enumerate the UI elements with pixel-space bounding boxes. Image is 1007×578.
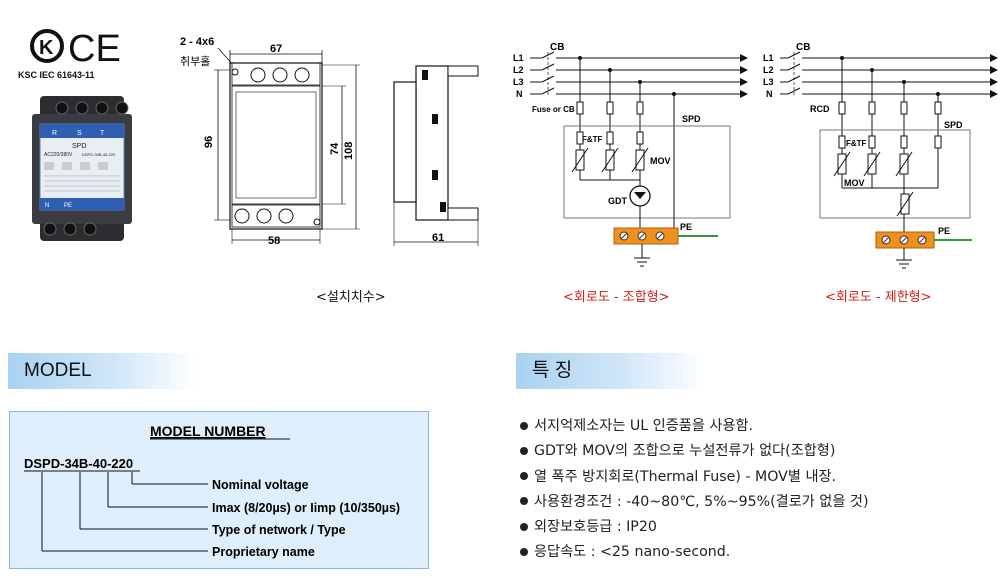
standard-label: KSC IEC 61643-11 <box>18 70 95 80</box>
model-number-box: MODEL NUMBER DSPD-34B-40-220 Nominal vol… <box>9 411 429 569</box>
circuit-limited-caption: <회로도 - 제한형> <box>825 290 932 305</box>
ks-mark-icon: K CE <box>30 28 121 70</box>
model-number-title: MODEL NUMBER <box>150 423 266 439</box>
feature-text: 응답속도 : <25 nano-second. <box>534 544 731 561</box>
spd-label: SPD <box>682 114 701 124</box>
line-l2-label: L2 <box>763 65 774 75</box>
cb-label: CB <box>796 42 810 53</box>
line-l2-label: L2 <box>513 65 524 75</box>
dimension-drawing: 2 - 4x6 취부홀 67 96 74 108 <box>170 30 480 250</box>
callout-nominal-voltage: Nominal voltage <box>212 478 309 492</box>
bullet-icon <box>520 497 528 506</box>
feature-text: GDT와 MOV의 조합으로 누설전류가 없다(조합형) <box>534 443 836 460</box>
photo-label-s: S <box>77 130 82 137</box>
circuit-combined-caption: <회로도 - 조합형> <box>563 290 670 305</box>
photo-label-r: R <box>52 130 57 137</box>
feature-text: 외장보호등급 : IP20 <box>534 519 657 536</box>
feature-item: 사용환경조건 : -40~80℃, 5%~95%(결로가 없을 것) <box>517 490 997 515</box>
feature-item: 열 폭주 방지회로(Thermal Fuse) - MOV별 내장. <box>517 465 997 490</box>
line-l1-label: L1 <box>763 53 774 63</box>
fuse-label: Fuse or CB <box>532 105 575 114</box>
feature-item: 응답속도 : <25 nano-second. <box>517 540 997 565</box>
photo-rating: AC220/380V <box>44 152 73 158</box>
product-photo: R S T SPD AC220/380V DSPD-34B-40-220 N P… <box>32 96 132 241</box>
bullet-icon <box>520 421 528 430</box>
dim-height-left: 96 <box>203 136 215 148</box>
gdt-label: GDT <box>608 196 628 206</box>
pe-label: PE <box>938 226 950 236</box>
line-l3-label: L3 <box>513 77 524 87</box>
feature-text: 열 폭주 방지회로(Thermal Fuse) - MOV별 내장. <box>534 468 837 485</box>
feature-text: 서지억제소자는 UL 인증품을 사용함. <box>534 418 754 434</box>
bullet-icon <box>520 522 528 531</box>
dim-height-inner: 74 <box>329 142 341 155</box>
ftf-label: F&TF <box>846 139 867 148</box>
callout-proprietary-name: Proprietary name <box>212 545 315 559</box>
dim-height-outer: 108 <box>343 142 355 160</box>
hole-note-label: 취부홀 <box>180 55 210 68</box>
callout-network-type: Type of network / Type <box>212 523 346 537</box>
feature-item: 서지억제소자는 UL 인증품을 사용함. <box>517 414 997 439</box>
dim-width-bottom: 58 <box>268 235 280 247</box>
feature-item: GDT와 MOV의 조합으로 누설전류가 없다(조합형) <box>517 439 997 464</box>
photo-label-t: T <box>100 130 105 137</box>
photo-spd-title: SPD <box>72 143 86 150</box>
features-list: 서지억제소자는 UL 인증품을 사용함. GDT와 MOV의 조합으로 누설전류… <box>517 414 997 566</box>
line-l3-label: L3 <box>763 77 774 87</box>
circuit-diagram-combined: CB L1 L2 L3 N Fuse or CB SPD F&TF <box>510 36 750 276</box>
feature-item: 외장보호등급 : IP20 <box>517 515 997 540</box>
line-n-label: N <box>516 89 523 99</box>
features-section-header: 특 징 <box>516 353 706 389</box>
line-l1-label: L1 <box>513 53 524 63</box>
dim-width-top: 67 <box>270 43 282 55</box>
dim-depth: 61 <box>432 232 444 244</box>
dimension-caption: <설치치수> <box>316 290 386 305</box>
photo-label-n: N <box>45 203 49 209</box>
mov-label: MOV <box>650 156 671 166</box>
mov-label: MOV <box>844 178 865 188</box>
spd-label: SPD <box>944 120 963 130</box>
line-n-label: N <box>766 89 773 99</box>
model-section-header: MODEL <box>8 353 198 389</box>
photo-model: DSPD-34B-40-220 <box>82 152 116 157</box>
bullet-icon <box>520 547 528 556</box>
ks-letter: K <box>39 37 54 59</box>
ce-mark-icon: CE <box>68 28 121 70</box>
photo-label-pe: PE <box>64 203 72 209</box>
callout-imax: Imax (8/20µs) or Iimp (10/350µs) <box>212 501 400 515</box>
bullet-icon <box>520 472 528 481</box>
cb-label: CB <box>550 42 564 53</box>
feature-text: 사용환경조건 : -40~80℃, 5%~95%(결로가 없을 것) <box>534 493 869 510</box>
bullet-icon <box>520 446 528 455</box>
certification-logos: K CE <box>30 25 140 85</box>
rcd-label: RCD <box>810 104 830 114</box>
circuit-diagram-limited: CB L1 L2 L3 N RCD SPD F&TF MOV <box>760 36 1000 276</box>
ftf-label: F&TF <box>582 135 603 144</box>
pe-label: PE <box>680 222 692 232</box>
hole-spec-label: 2 - 4x6 <box>180 36 214 48</box>
model-code: DSPD-34B-40-220 <box>24 456 133 471</box>
